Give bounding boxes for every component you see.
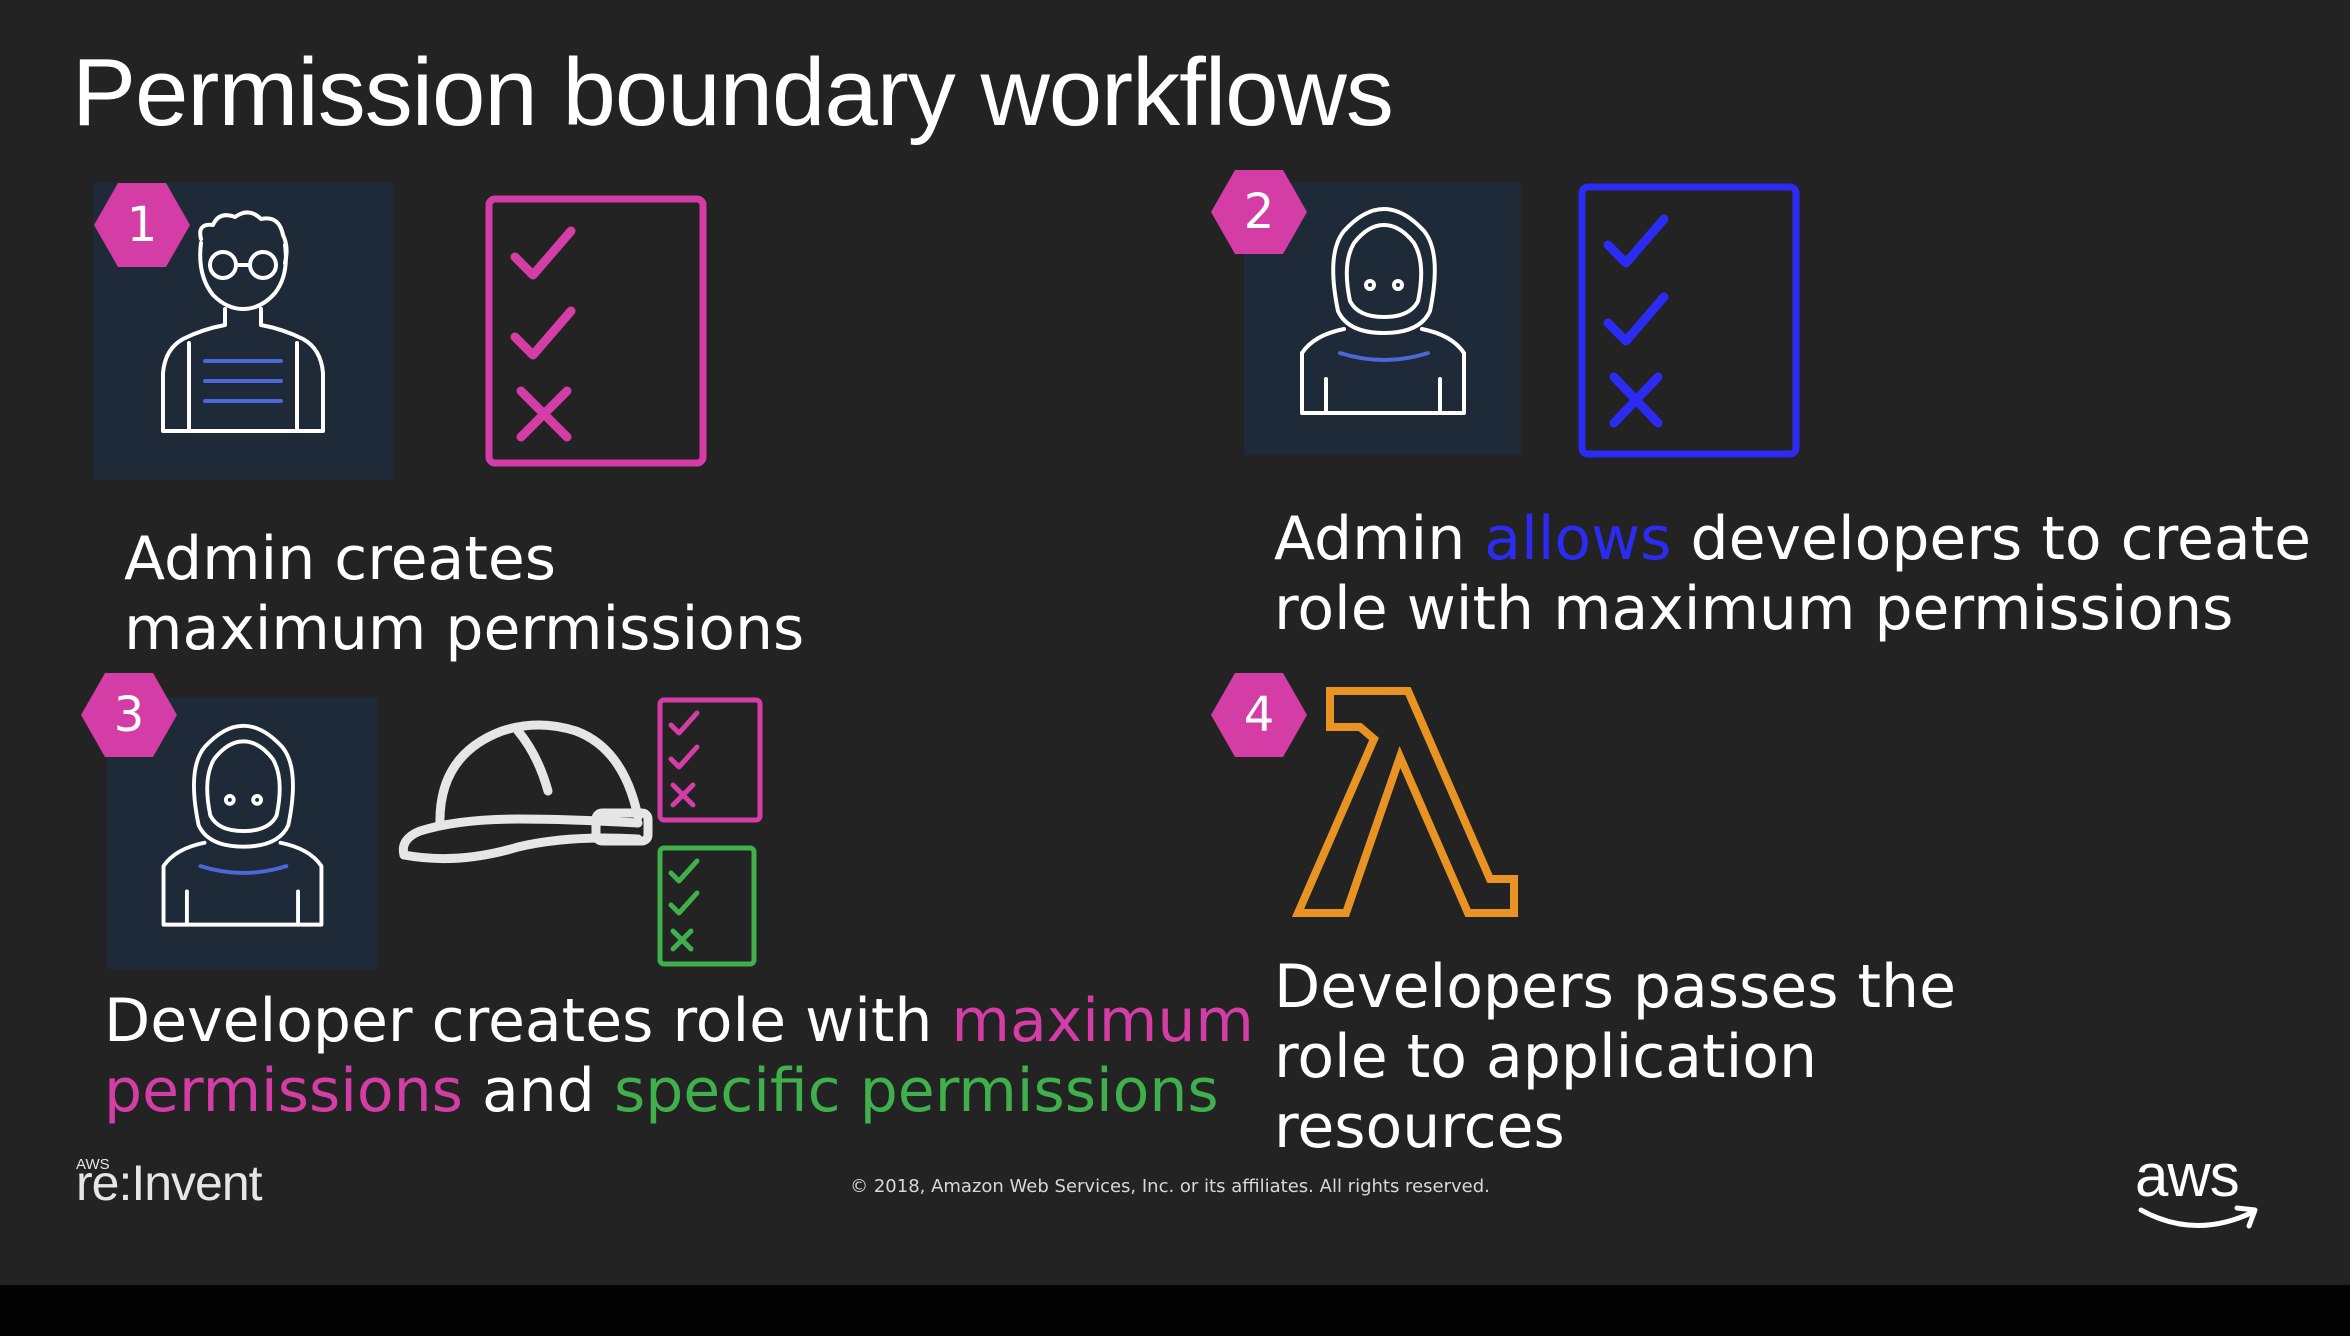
aws-logo: aws xyxy=(2135,1146,2265,1234)
developer-user-icon xyxy=(161,723,324,927)
step-2-caption-line-2: role with maximum permissions xyxy=(1274,574,2234,644)
hard-hat-icon xyxy=(398,720,653,864)
slide: Permission boundary workflows 1 xyxy=(0,0,2350,1285)
lambda-icon xyxy=(1291,687,1518,917)
step-4-caption-line-2: role to application xyxy=(1274,1022,1817,1092)
bottom-letterbox xyxy=(0,1285,2350,1336)
step-1-caption-line-2: maximum permissions xyxy=(124,594,805,664)
step-3-caption-text-a: Developer creates role with xyxy=(104,986,952,1056)
step-3-badge: 3 xyxy=(81,673,177,757)
step-3-caption-text-b: and xyxy=(462,1056,614,1126)
step-2-caption: Admin allows developers to create role w… xyxy=(1274,504,2311,644)
slide-title: Permission boundary workflows xyxy=(72,39,1394,146)
step-2-caption-text-a: Admin xyxy=(1274,504,1485,574)
step-3-caption-line-2: permissions and specific permissions xyxy=(104,1056,1254,1126)
developer-user-icon xyxy=(1300,207,1466,415)
step-1-caption-line-1: Admin creates xyxy=(124,524,557,594)
step-3-caption-highlight-specific: specific permissions xyxy=(613,1056,1219,1126)
step-4-caption: Developers passes the role to applicatio… xyxy=(1274,952,1956,1162)
admin-user-icon xyxy=(161,210,325,433)
step-3-caption-line-1: Developer creates role with maximum xyxy=(104,986,1254,1056)
checklist-icon xyxy=(1578,183,1800,458)
reinvent-logo-text: re:Invent xyxy=(76,1155,263,1211)
step-4-caption-line-1: Developers passes the xyxy=(1274,952,1957,1022)
step-3-caption-highlight-permissions: permissions xyxy=(104,1056,463,1126)
step-4-badge: 4 xyxy=(1211,673,1307,757)
aws-smile-icon xyxy=(2138,1205,2258,1229)
checklist-icon xyxy=(657,845,757,967)
step-2-caption-line-1: Admin allows developers to create xyxy=(1274,504,2311,574)
step-4-caption-line-3: resources xyxy=(1274,1092,1565,1162)
step-1-caption: Admin creates maximum permissions xyxy=(124,524,804,664)
copyright-notice: © 2018, Amazon Web Services, Inc. or its… xyxy=(850,1176,1490,1197)
step-3-caption-highlight-maximum: maximum xyxy=(951,986,1254,1056)
step-3-caption: Developer creates role with maximum perm… xyxy=(104,986,1254,1126)
checklist-icon xyxy=(485,195,707,467)
reinvent-logo-aws: AWS xyxy=(76,1156,110,1173)
aws-logo-text: aws xyxy=(2135,1142,2240,1209)
step-2-badge: 2 xyxy=(1211,170,1307,254)
step-2-caption-highlight: allows xyxy=(1484,504,1672,574)
step-2-caption-text-b: developers to create xyxy=(1671,504,2312,574)
step-1-badge: 1 xyxy=(94,183,190,267)
checklist-icon xyxy=(657,697,763,823)
